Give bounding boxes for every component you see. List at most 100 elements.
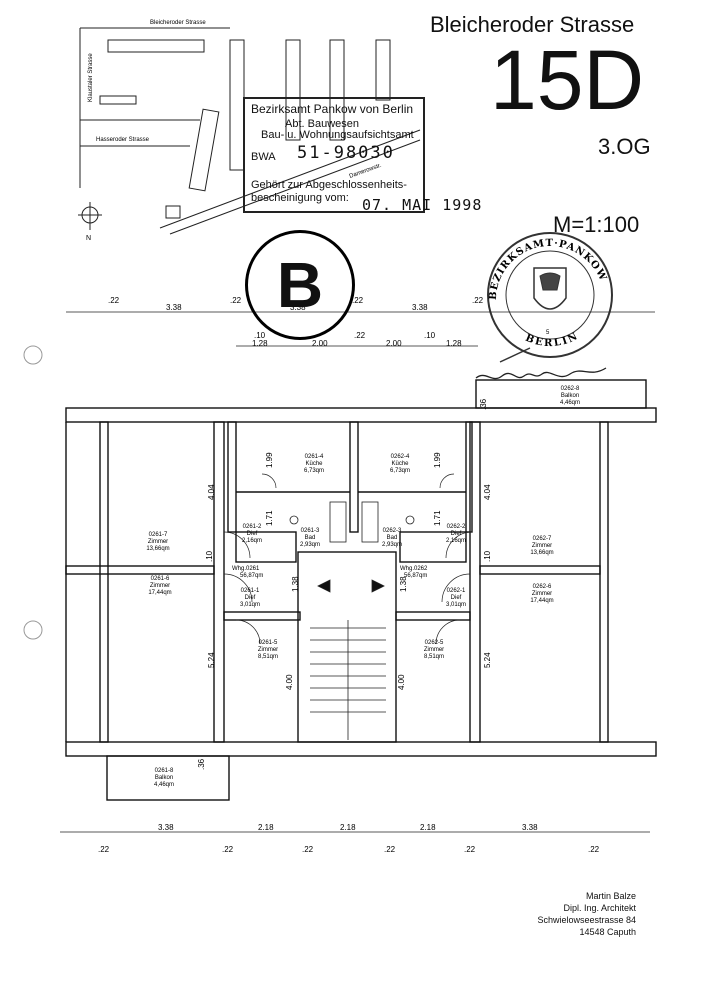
room-id: 0262-3: [383, 528, 402, 534]
stamp-line4: Gehört zur Abgeschlossenheits-: [251, 179, 407, 191]
dimension-label: .22: [352, 296, 364, 305]
dimension-label: .10: [424, 331, 436, 340]
dimension-label: .22: [354, 331, 366, 340]
badge-letter: B: [276, 249, 324, 321]
room-id: 0262-8: [561, 386, 580, 392]
dimensions-top-row2: 1.28.102.00.222.00.101.28: [252, 331, 462, 348]
stamp-line5: bescheinigung vom:: [251, 192, 349, 204]
room-area: 2,16qm: [446, 538, 466, 544]
dimension-label: 2.18: [258, 823, 274, 832]
room-id: 0261-1: [241, 588, 260, 594]
room-name: Dief: [247, 531, 258, 537]
room-name: Bad: [305, 535, 316, 541]
dimension-label: .22: [98, 845, 110, 854]
punch-hole-top: [23, 345, 43, 365]
dimension-label: 5.24: [207, 652, 216, 668]
room-name: Zimmer: [148, 539, 168, 545]
dimension-label: 2.00: [312, 339, 328, 348]
room-name: Zimmer: [424, 647, 444, 653]
room-name: Küche: [391, 461, 409, 467]
dimension-label: 1.28: [446, 339, 462, 348]
dimension-label: 1.71: [265, 510, 274, 526]
room-id: 0262-7: [533, 536, 552, 542]
dimension-label: .10: [205, 550, 214, 562]
room-id: 0262-1: [447, 588, 466, 594]
room-labels: 0261-4Küche6,73qm0262-4Küche6,73qm0261-7…: [146, 386, 580, 788]
apartment-label: Whg.0262: [400, 566, 428, 572]
room-id: 0262-5: [425, 640, 444, 646]
room-area: 2,93qm: [300, 542, 320, 548]
dimension-label: 2.18: [420, 823, 436, 832]
dimension-label: 3.38: [412, 303, 428, 312]
dimension-label: 4.04: [483, 484, 492, 500]
dimension-label: 1.71: [433, 510, 442, 526]
site-map: [78, 27, 421, 235]
bathroom-fixtures: [289, 501, 415, 543]
dimension-label: 3.38: [166, 303, 182, 312]
dimension-label: 1.28: [252, 339, 268, 348]
dimension-label: 2.00: [386, 339, 402, 348]
room-name: Zimmer: [532, 543, 552, 549]
stamp-line1: Bezirksamt Pankow von Berlin: [251, 102, 414, 116]
room-area: 6,73qm: [304, 468, 324, 474]
room-name: Zimmer: [258, 647, 278, 653]
dimension-label: 3.38: [522, 823, 538, 832]
seal-bottom-text: BERLIN: [524, 330, 581, 349]
dimension-label: 1.38: [291, 576, 300, 592]
dimension-label: .22: [472, 296, 484, 305]
room-id: 0262-2: [447, 524, 466, 530]
room-id: 0261-4: [305, 454, 324, 460]
room-id: 0261-7: [149, 532, 168, 538]
room-area: 13,66qm: [530, 550, 553, 556]
dimensions-bottom-row1: 3.38 2.18 2.18 2.18 3.38: [158, 823, 538, 832]
dimension-label: .36: [479, 398, 488, 410]
room-id: 0261-3: [301, 528, 320, 534]
architect-title: Dipl. Ing. Architekt: [563, 903, 636, 913]
apartment-label: 56,87qm: [240, 573, 263, 579]
staircase: [310, 579, 386, 740]
signature: [475, 367, 607, 380]
architect-street: Schwielowseestrasse 84: [537, 915, 636, 925]
stamp-reg-number: 51-98030: [297, 143, 395, 163]
stamp-reg-label: BWA: [251, 151, 276, 163]
dimension-label: 3.38: [158, 823, 174, 832]
dimensions-bottom-row2: .22.22.22.22.22.22: [98, 845, 600, 854]
dimension-label: 4.00: [397, 674, 406, 690]
map-street-mid: Hasseroder Strasse: [96, 137, 150, 143]
stamp-line2: Abt. Bauwesen: [285, 118, 359, 130]
dimension-label: .22: [222, 845, 234, 854]
room-name: Balkon: [561, 393, 579, 399]
approval-stamp: Bezirksamt Pankow von Berlin Abt. Bauwes…: [243, 97, 425, 213]
room-name: Dief: [451, 595, 462, 601]
room-name: Zimmer: [532, 591, 552, 597]
room-name: Balkon: [155, 775, 173, 781]
punch-hole-bottom: [23, 620, 43, 640]
dimension-label: 1.99: [433, 452, 442, 468]
room-area: 13,66qm: [146, 546, 169, 552]
dimension-label: .22: [302, 845, 314, 854]
room-area: 3,01qm: [446, 602, 466, 608]
architect-block: Martin Balze Dipl. Ing. Architekt Schwie…: [470, 890, 636, 938]
map-street-left: Klaustaler Strasse: [88, 53, 94, 102]
dimension-label: 2.18: [340, 823, 356, 832]
room-name: Zimmer: [150, 583, 170, 589]
room-area: 3,01qm: [240, 602, 260, 608]
dimension-label: .10: [254, 331, 266, 340]
room-area: 2,16qm: [242, 538, 262, 544]
dimension-label: 5.24: [483, 652, 492, 668]
street-title: Bleicheroder Strasse: [430, 12, 635, 37]
room-id: 0262-4: [391, 454, 410, 460]
dimension-label: 1.99: [265, 452, 274, 468]
room-area: 2,93qm: [382, 542, 402, 548]
scale-label: M=1:100: [553, 212, 640, 237]
